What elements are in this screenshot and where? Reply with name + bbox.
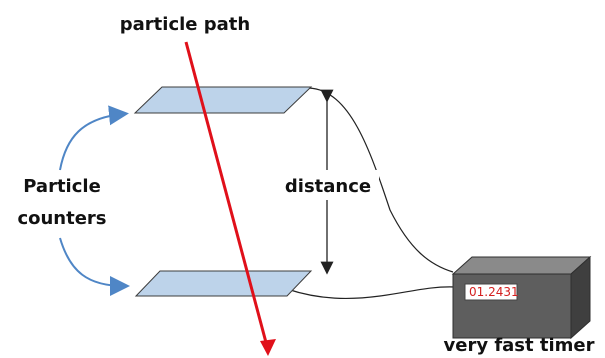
timer-display [464,283,518,301]
particle-counters-label-line1: Particle [23,176,101,197]
particle-counters-label-line2: counters [17,208,106,229]
particle-path-arrowhead [260,339,276,356]
top-counter-plate [133,86,313,114]
top-counter-wire [308,87,454,273]
particle-path-line [184,41,270,351]
timer-display-value: 01.2431 [469,285,519,299]
bottom-counter-plate [134,270,313,297]
timer-top-face [451,256,592,275]
bottom-counter-wire [286,286,456,300]
bottom-counter-pointer-arrow [59,237,130,296]
timer-label: very fast timer [444,335,595,356]
distance-label: distance [285,176,371,197]
particle-path-label: particle path [120,14,250,35]
top-counter-pointer-arrow [59,105,129,171]
distance-label-bg [279,170,379,200]
